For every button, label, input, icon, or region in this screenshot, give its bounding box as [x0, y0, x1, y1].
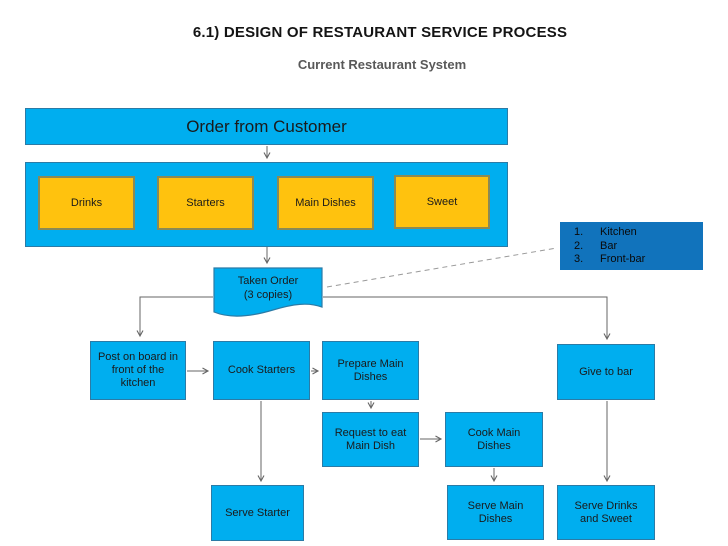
destination-item-bar: 2. Bar	[574, 240, 701, 254]
node-give-to-bar: Give to bar	[557, 344, 655, 400]
destination-number: 3.	[574, 253, 584, 265]
page-subtitle: Current Restaurant System	[297, 57, 467, 72]
node-main-dishes: Main Dishes	[277, 176, 374, 230]
connector-taken-order-to-post-on-board	[136, 296, 213, 338]
node-request-to-eat: Request to eat Main Dish	[322, 412, 419, 467]
destination-label: Kitchen	[600, 226, 637, 238]
node-drinks: Drinks	[38, 176, 135, 230]
destination-number: 2.	[574, 239, 584, 252]
node-serve-main-dishes: Serve Main Dishes	[447, 485, 544, 540]
connector-taken-order-to-give-to-bar	[323, 296, 611, 341]
node-order-from-customer: Order from Customer	[25, 108, 508, 145]
destination-item-front-bar: 3. Front-bar	[574, 253, 701, 267]
taken-order-line2: (3 copies)	[243, 289, 293, 301]
destination-label: Bar	[600, 239, 618, 252]
document-shape	[213, 267, 323, 317]
taken-order-line1: Taken Order	[237, 275, 299, 287]
node-starters: Starters	[157, 176, 254, 230]
node-sweet: Sweet	[394, 175, 490, 229]
node-taken-order: Taken Order (3 copies)	[213, 267, 323, 320]
node-post-on-board: Post on board in front of the kitchen	[90, 341, 186, 400]
node-cook-starters: Cook Starters	[213, 341, 310, 400]
node-prepare-main-dishes: Prepare Main Dishes	[322, 341, 419, 400]
destination-item-kitchen: 1. Kitchen	[574, 226, 701, 240]
taken-order-text: Taken Order (3 copies)	[213, 274, 323, 302]
node-cook-main-dishes: Cook Main Dishes	[445, 412, 543, 467]
page-title: 6.1) DESIGN OF RESTAURANT SERVICE PROCES…	[192, 24, 568, 41]
node-serve-starter: Serve Starter	[211, 485, 304, 541]
node-serve-drinks-and-sweet: Serve Drinks and Sweet	[557, 485, 655, 540]
destination-label: Front-bar	[600, 253, 646, 265]
destination-number: 1.	[574, 226, 584, 238]
dashed-reference-line	[326, 247, 558, 288]
destination-list: 1. Kitchen 2. Bar 3. Front-bar	[560, 222, 703, 270]
